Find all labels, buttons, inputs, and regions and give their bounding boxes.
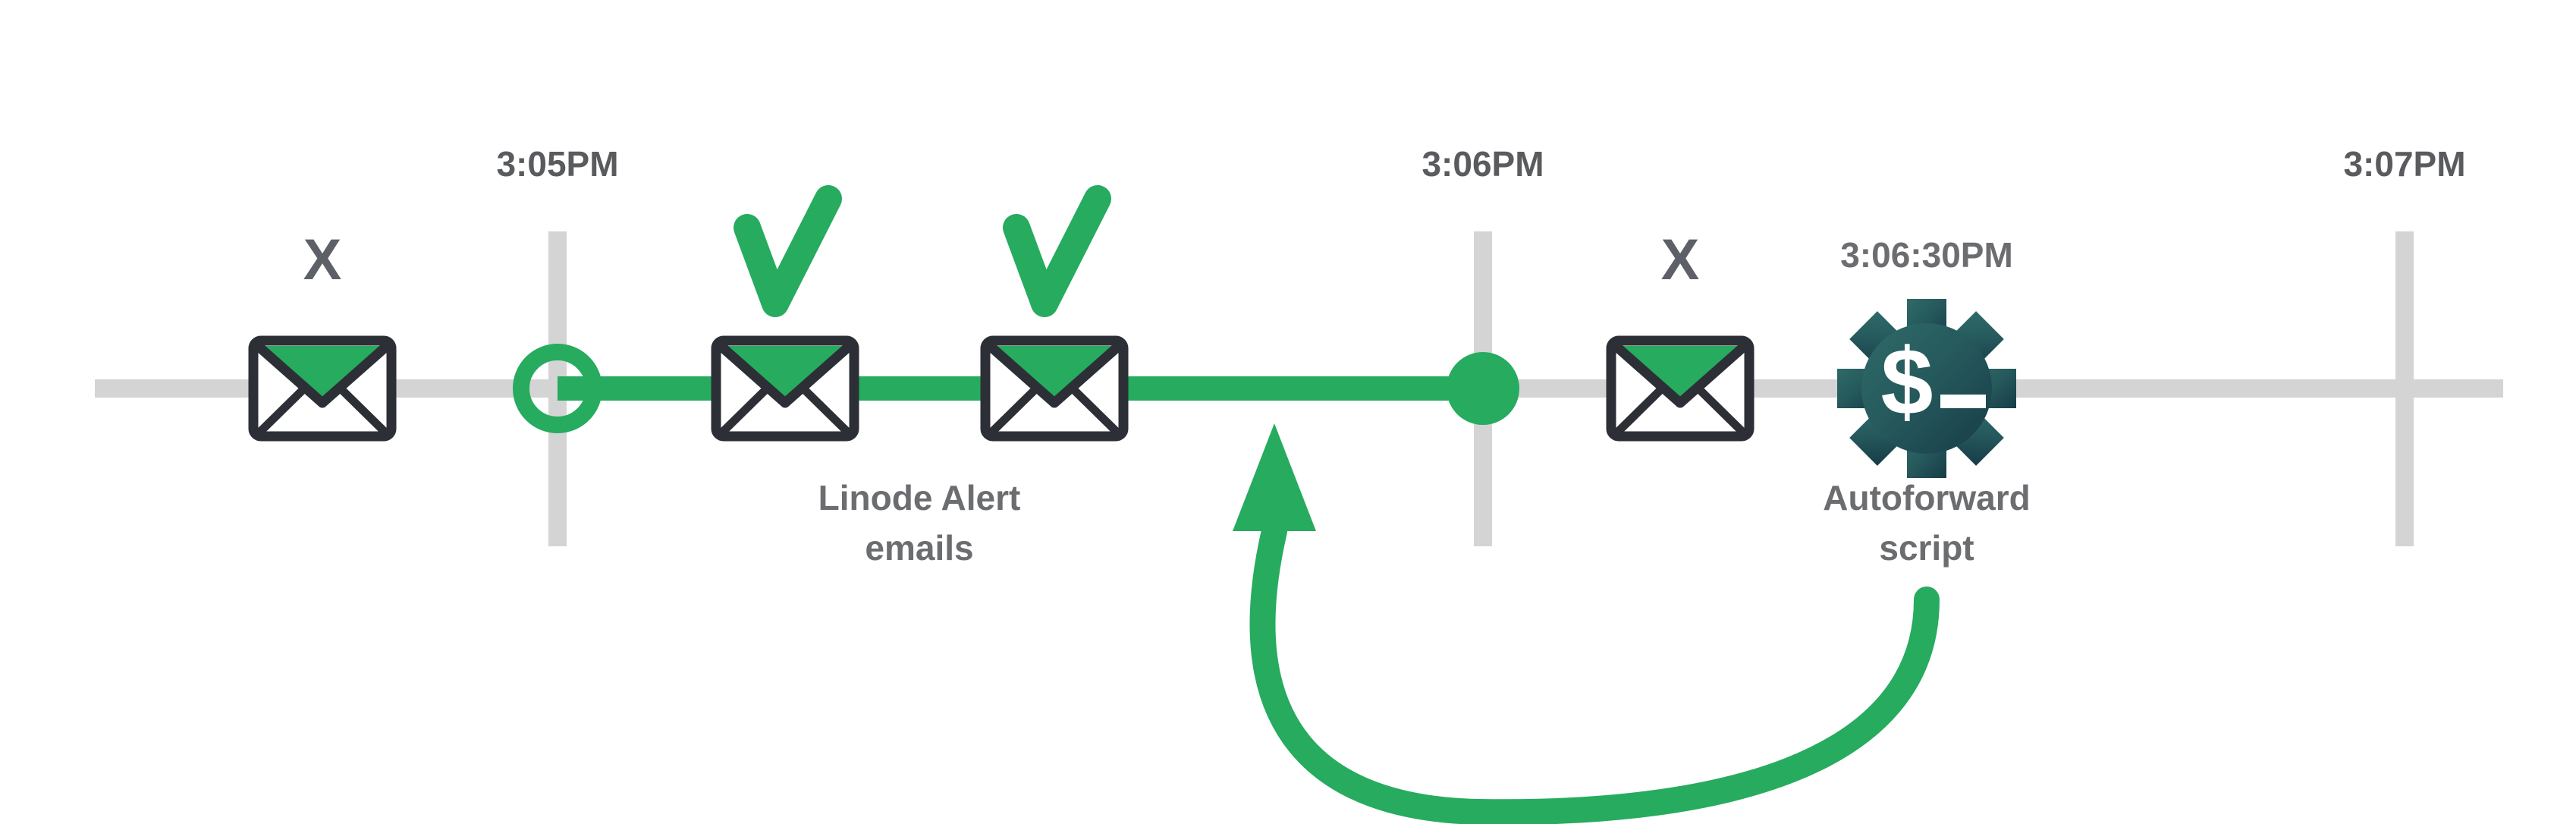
envelope-flap-fill: [259, 346, 386, 402]
caption-line-1: Linode Alert: [818, 478, 1021, 517]
autoforward-caption: Autoforward script: [1823, 478, 2030, 568]
caption-line-1: Autoforward: [1823, 478, 2030, 517]
envelope-crease-right: [801, 386, 851, 436]
gear-hub: [1861, 323, 1992, 454]
linode-alert-caption: Linode Alert emails: [818, 478, 1021, 568]
script-time-label: 3:06:30PM: [1840, 235, 2013, 275]
envelope-flap-fill: [1616, 346, 1744, 402]
prompt-cursor-icon: [1940, 395, 1986, 408]
autoforward-feedback-arrow: [1233, 423, 1940, 824]
envelope-1: X: [248, 228, 397, 442]
caption-line-2: script: [1879, 528, 1974, 568]
envelope-3: [980, 185, 1129, 442]
arrow-head-icon: [1233, 423, 1316, 531]
envelope-4: X: [1606, 228, 1755, 442]
envelope-2: [711, 185, 859, 442]
x-mark-icon: X: [1661, 228, 1700, 292]
tick-label-306pm: 3:06PM: [1422, 144, 1544, 184]
tick-mark-307pm: [2395, 231, 2414, 546]
envelope-flap-line: [252, 340, 393, 408]
x-mark-icon: X: [303, 228, 342, 292]
envelope-crease-right: [1696, 386, 1746, 436]
envelope-crease-right: [338, 386, 388, 436]
gear-dollar-prompt-icon: $: [1837, 299, 2016, 478]
envelope-crease-left: [1614, 386, 1664, 436]
envelope-flap-fill: [721, 346, 849, 402]
tick-label-305pm: 3:05PM: [496, 144, 618, 184]
segment-start-ring: [513, 344, 602, 433]
dollar-glyph-icon: $: [1881, 330, 1934, 435]
envelope-crease-left: [719, 386, 769, 436]
envelope-flap-fill: [991, 346, 1118, 402]
envelope-crease-left: [256, 386, 306, 436]
envelope-crease-left: [988, 386, 1038, 436]
envelope-flap-line: [984, 340, 1125, 408]
tick-label-307pm: 3:07PM: [2343, 144, 2465, 184]
check-mark-icon: [734, 185, 842, 317]
envelope-flap-line: [715, 340, 856, 408]
check-mark-icon: [1003, 185, 1111, 317]
caption-line-2: emails: [865, 528, 973, 568]
tick-labels: 3:05PM 3:06PM 3:07PM: [496, 144, 2465, 184]
segment-end-dot: [1447, 352, 1519, 425]
arrow-curve: [1249, 518, 1940, 824]
envelope-flap-line: [1610, 340, 1751, 408]
envelope-crease-right: [1070, 386, 1120, 436]
